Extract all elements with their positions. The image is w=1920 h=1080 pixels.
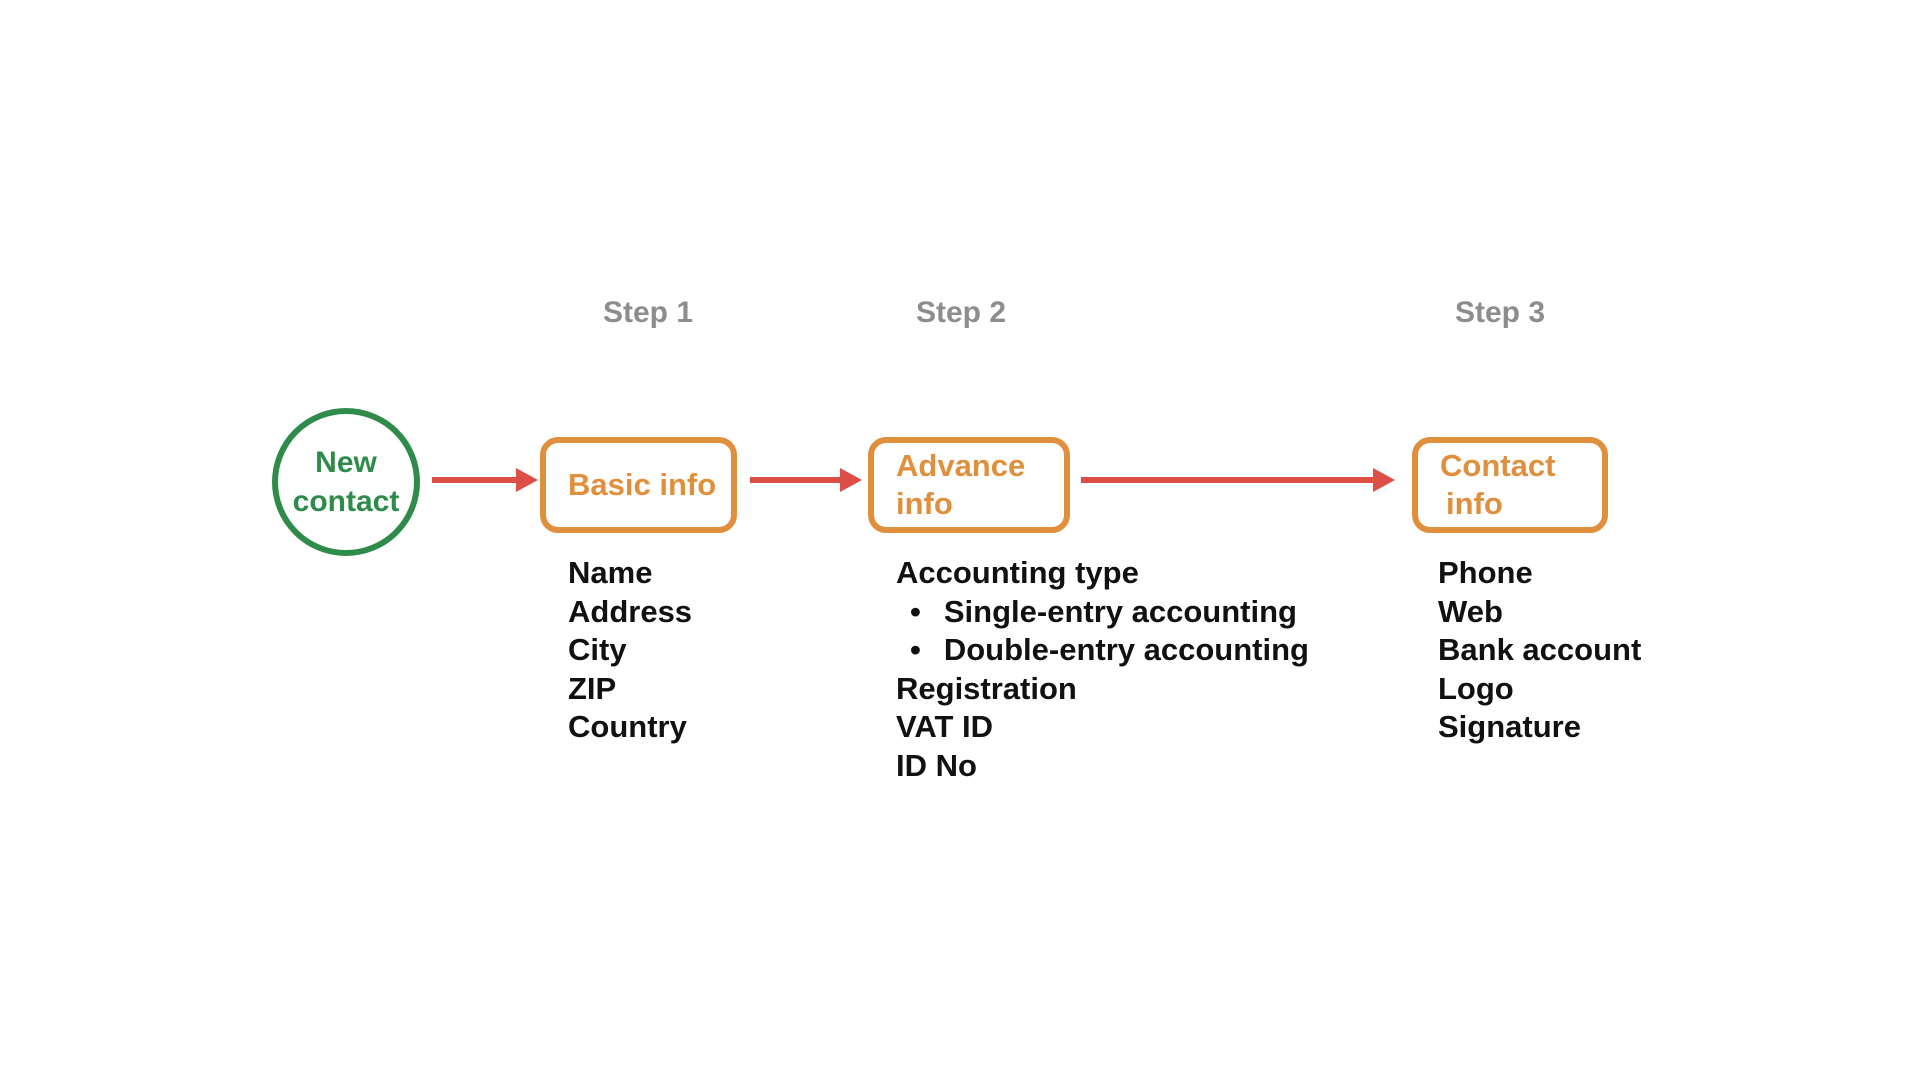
list-item: Logo — [1438, 670, 1514, 706]
list-item: Bank account — [1438, 632, 1642, 667]
step-1-label: Step 1 — [602, 296, 694, 329]
list-item: • Single-entry accounting — [896, 593, 1309, 632]
list-item: City — [568, 632, 627, 667]
advance-info-box: Advance info — [868, 437, 1070, 533]
advance-info-box-label-line2: info — [896, 486, 953, 521]
list-item: Phone — [1438, 555, 1533, 590]
list-item: Signature — [1438, 709, 1581, 744]
contact-info-box: Contact info — [1412, 437, 1608, 533]
arrow-new-contact-to-basic-info — [432, 477, 516, 483]
bullet-icon: • — [910, 632, 921, 667]
list-item: Accounting type — [896, 555, 1139, 590]
contact-info-box-label-line2: info — [1446, 486, 1503, 521]
arrow-basic-info-to-advance-info — [750, 477, 840, 483]
list-item: ID No — [896, 747, 977, 783]
step-3-label: Step 3 — [1454, 296, 1546, 329]
basic-info-box-label: Basic info — [568, 467, 717, 502]
list-item: Registration — [896, 670, 1077, 706]
list-item: Country — [568, 709, 687, 744]
list-item: ZIP — [568, 670, 617, 706]
step-2-label: Step 2 — [915, 296, 1007, 329]
list-item: Name — [568, 555, 653, 590]
start-node-label-line1: New — [315, 446, 377, 479]
list-item: Address — [568, 593, 693, 629]
contact-info-field-list: Phone Web Bank account Logo Signature — [1438, 554, 1641, 747]
new-contact-start-node: New contact — [272, 408, 420, 556]
bullet-icon: • — [910, 593, 921, 629]
advance-info-field-list: Accounting type • Single-entry accounting… — [896, 554, 1309, 785]
start-node-label-line2: contact — [292, 485, 400, 518]
list-item-text: Single-entry accounting — [943, 593, 1297, 629]
basic-info-field-list: Name Address City ZIP Country — [568, 554, 692, 747]
arrow-advance-info-to-contact-info — [1081, 477, 1373, 483]
list-item-text: Double-entry accounting — [943, 632, 1309, 667]
basic-info-box: Basic info — [540, 437, 737, 533]
list-item: Web — [1438, 593, 1503, 629]
list-item: VAT ID — [896, 709, 994, 744]
advance-info-box-label-line1: Advance — [896, 448, 1026, 483]
contact-info-box-label-line1: Contact — [1440, 448, 1556, 483]
list-item: • Double-entry accounting — [896, 631, 1309, 670]
